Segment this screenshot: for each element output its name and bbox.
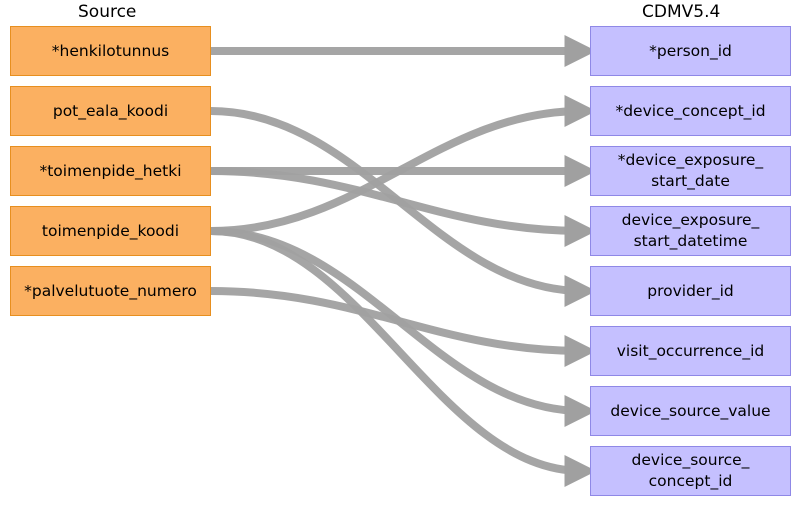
target-field-label: device_exposure_ start_datetime — [621, 211, 760, 250]
target-field-visit-occurrence-id: visit_occurrence_id — [590, 326, 791, 376]
target-field-device-source-value: device_source_value — [590, 386, 791, 436]
source-field-label: *toimenpide_hetki — [39, 161, 182, 180]
mapping-arrow — [210, 227, 597, 487]
target-field-label: provider_id — [647, 281, 734, 300]
target-field-label: device_source_value — [610, 401, 771, 420]
source-field-palvelutuote-numero: *palvelutuote_numero — [10, 266, 211, 316]
target-field-label: *person_id — [649, 41, 732, 60]
target-field-provider-id: provider_id — [590, 266, 791, 316]
target-field-label: *device_concept_id — [615, 101, 766, 120]
source-field-toimenpide-koodi: toimenpide_koodi — [10, 206, 211, 256]
target-field-device-concept-id: *device_concept_id — [590, 86, 791, 136]
target-field-person-id: *person_id — [590, 26, 791, 76]
target-field-label: device_source_ concept_id — [631, 451, 750, 490]
mapping-arrow — [210, 167, 597, 247]
target-field-device-exposure-start-date: *device_exposure_ start_date — [590, 146, 791, 196]
source-field-label: *henkilotunnus — [51, 41, 170, 60]
target-header: CDMV5.4 — [642, 2, 721, 22]
source-field-label: pot_eala_koodi — [52, 101, 169, 120]
source-field-henkilotunnus: *henkilotunnus — [10, 26, 211, 76]
target-field-label: visit_occurrence_id — [616, 341, 765, 360]
source-field-label: *palvelutuote_numero — [24, 281, 197, 300]
source-field-toimenpide-hetki: *toimenpide_hetki — [10, 146, 211, 196]
target-field-label: *device_exposure_ start_date — [617, 151, 764, 190]
source-field-label: toimenpide_koodi — [41, 221, 180, 240]
source-field-pot-eala-koodi: pot_eala_koodi — [10, 86, 211, 136]
mapping-arrow — [210, 287, 597, 367]
mapping-arrow — [210, 95, 597, 235]
target-field-device-exposure-start-datetime: device_exposure_ start_datetime — [590, 206, 791, 256]
target-field-device-source-concept-id: device_source_ concept_id — [590, 446, 791, 496]
source-header: Source — [78, 2, 137, 22]
